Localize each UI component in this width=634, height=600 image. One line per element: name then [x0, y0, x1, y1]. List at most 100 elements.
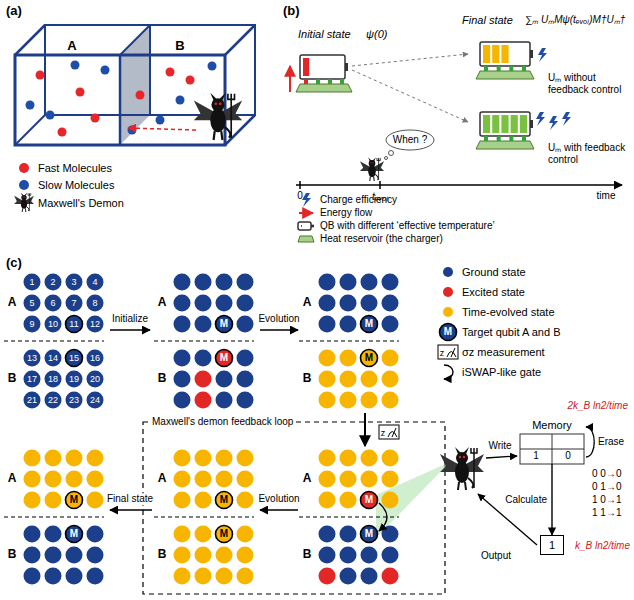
target-qubit-mark: M	[220, 318, 228, 330]
register-name: B	[8, 372, 17, 386]
qubit-grid	[237, 316, 254, 333]
charger-reservoir	[484, 66, 488, 71]
qubit-number: 5	[29, 298, 34, 308]
text-label: 1 1→1	[592, 507, 621, 519]
demon-figure	[455, 447, 469, 454]
qubit-grid	[237, 568, 254, 585]
charger-reservoir	[522, 66, 526, 71]
charger-reservoir	[296, 84, 352, 92]
qubit-grid	[174, 316, 191, 333]
qubit-grid	[237, 526, 254, 543]
qubit-grid	[66, 471, 83, 488]
legend-text: Heat reservoir (the charger)	[320, 233, 443, 245]
fast-molecule	[36, 68, 195, 137]
legend-text: Maxwell's Demon	[38, 197, 124, 210]
demon-figure	[360, 157, 384, 181]
qubit-number: 18	[48, 374, 58, 384]
gas-box	[119, 55, 122, 145]
text-label: Initial state	[298, 28, 351, 41]
thought-bubble	[385, 130, 435, 160]
demon-figure	[228, 94, 235, 138]
charger-reservoir	[476, 66, 534, 79]
qubit-grid	[237, 350, 254, 367]
fast-molecule	[36, 71, 45, 80]
qubit-grid	[45, 295, 62, 312]
qubit-number: 10	[48, 319, 58, 329]
text-label: Evolution	[258, 313, 299, 325]
quantum-battery	[492, 115, 499, 133]
qubit-grid	[361, 568, 378, 585]
qubit-grid	[382, 450, 399, 467]
gas-box	[15, 25, 45, 55]
qubit-grid	[195, 547, 212, 564]
slow-molecule	[176, 96, 185, 105]
qubit-number: 21	[27, 395, 37, 405]
qubit-grid	[216, 316, 233, 333]
node-text: Memory	[520, 418, 584, 432]
quantum-battery	[501, 115, 508, 133]
qubit-grid	[45, 274, 62, 291]
fast-molecule	[186, 76, 195, 85]
qubit-grid	[340, 392, 357, 409]
qubit-grid	[340, 547, 357, 564]
qubit-grid	[24, 471, 41, 488]
meter-letter: z	[440, 348, 445, 358]
register-name: A	[158, 296, 167, 310]
qubit-grid	[195, 392, 212, 409]
output-bit-box: 1	[540, 535, 564, 555]
qubit-grid	[154, 274, 254, 409]
time-axis	[299, 181, 301, 189]
flow-arrow	[260, 329, 298, 331]
charger-reservoir	[522, 136, 526, 141]
qubit-grid	[216, 492, 233, 509]
thought-bubble	[389, 151, 394, 156]
qubit-grid	[361, 316, 378, 333]
charger-reservoir	[484, 136, 488, 141]
charger-reservoir	[509, 136, 513, 141]
qubit-grid	[24, 371, 41, 388]
fast-molecule	[166, 68, 175, 77]
qubit-grid	[319, 526, 336, 543]
qubit-grid	[154, 517, 254, 518]
legend-swatch	[19, 180, 29, 190]
qubit-grid	[340, 371, 357, 388]
state-arrow	[352, 54, 468, 122]
qubit-grid	[174, 274, 191, 291]
demon-figure	[22, 207, 29, 212]
quantum-battery	[298, 222, 311, 230]
fast-molecule	[136, 91, 145, 100]
qubit-grid	[237, 492, 254, 509]
register-name: A	[158, 472, 167, 486]
gas-box	[225, 25, 255, 55]
slow-molecule	[46, 111, 55, 120]
node-text: 1	[549, 538, 555, 552]
qubit-grid	[66, 526, 83, 543]
qubit-number: 2	[50, 277, 55, 287]
qubit-grid	[45, 568, 62, 585]
quantum-battery	[480, 112, 533, 136]
qubit-grid	[195, 450, 212, 467]
qubit-grid	[87, 316, 104, 333]
qubit-grid	[382, 492, 399, 509]
fast-molecule	[76, 88, 85, 97]
qubit-grid	[4, 517, 104, 518]
qubit-grid	[87, 392, 104, 409]
qubit-number: 4	[92, 277, 97, 287]
qubit-grid	[66, 371, 83, 388]
memory-register: Memory	[520, 418, 584, 464]
memory-table	[520, 434, 584, 464]
qubit-grid	[4, 450, 104, 585]
energy-flow-arrow	[299, 212, 313, 214]
register-name: B	[158, 548, 167, 562]
qubit-grid	[87, 492, 104, 509]
qubit-grid	[237, 295, 254, 312]
qubit-grid	[154, 450, 254, 585]
qubit-grid	[45, 471, 62, 488]
measurement-meter	[392, 428, 396, 437]
slow-molecule	[101, 66, 110, 75]
qubit-number: 16	[90, 353, 100, 363]
text-label: k_B ln2/time	[575, 540, 630, 552]
qubit-grid	[24, 295, 41, 312]
qubit-grid	[319, 392, 336, 409]
